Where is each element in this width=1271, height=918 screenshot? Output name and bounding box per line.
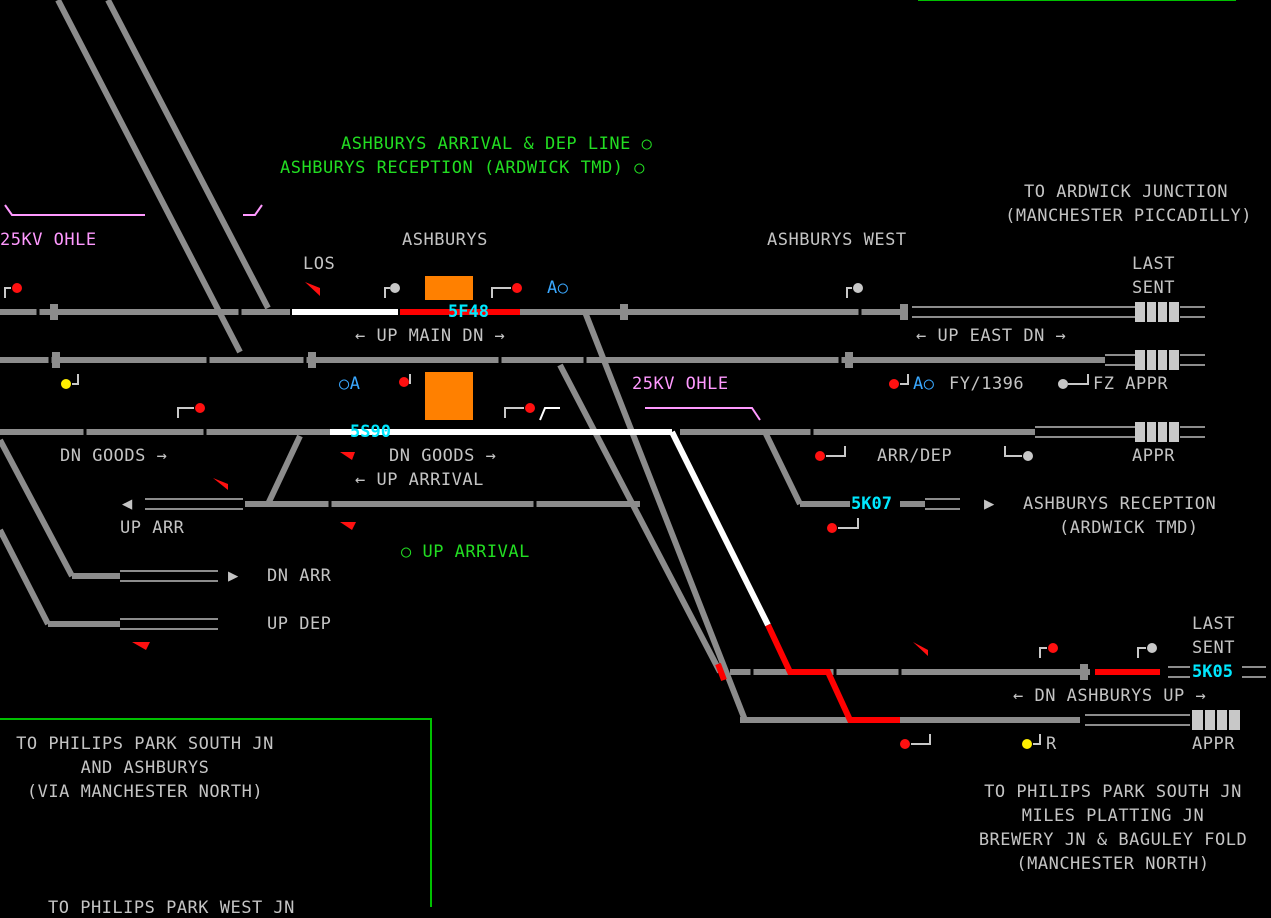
label-up-east-dn: ← UP EAST DN → xyxy=(916,326,1067,346)
train-describer-berth[interactable]: 5F48 xyxy=(448,302,489,322)
fy1396-label: FY/1396 xyxy=(949,374,1025,394)
appr-label: APPR xyxy=(1192,734,1235,754)
signal-red xyxy=(12,283,1058,749)
last-sent-label: LAST xyxy=(1192,614,1235,634)
arrow-right-dn-arr: ▶ xyxy=(228,566,239,586)
label-philips-east-2: MILES PLATTING JN xyxy=(1021,806,1205,826)
signal-posts xyxy=(4,287,1146,745)
auto-button-left[interactable]: ○A xyxy=(339,374,361,394)
signal-grey xyxy=(390,283,1157,653)
label-up-arr: UP ARR xyxy=(120,518,185,538)
label-dn-goods-mid: DN GOODS → xyxy=(389,446,497,466)
fz-appr-label: FZ APPR xyxy=(1093,374,1169,394)
label-up-arrival: ← UP ARRIVAL xyxy=(355,470,484,490)
label-dn-arr: DN ARR xyxy=(267,566,332,586)
auto-button-top[interactable]: A○ xyxy=(547,278,569,298)
signal-yellow xyxy=(61,379,1032,749)
label-ohle-left: 25KV OHLE xyxy=(0,230,97,250)
r-label: R xyxy=(1046,734,1057,754)
label-philips-south-1: TO PHILIPS PARK SOUTH JN xyxy=(16,734,274,754)
arrow-left-up-arr: ◀ xyxy=(122,494,133,514)
track-layout xyxy=(0,0,1105,723)
label-arr-dep: ARR/DEP xyxy=(877,446,953,466)
panel-borders xyxy=(0,0,1236,907)
signal-blocks xyxy=(50,304,1088,680)
occupied-sections xyxy=(400,309,1160,723)
label-philips-west: TO PHILIPS PARK WEST JN xyxy=(48,898,295,918)
label-dn-goods-left: DN GOODS → xyxy=(60,446,168,466)
label-ashburys-west: ASHBURYS WEST xyxy=(767,230,907,250)
label-philips-south-2: AND ASHBURYS xyxy=(80,758,210,778)
label-philips-east-4: (MANCHESTER NORTH) xyxy=(1016,854,1210,874)
train-describer-berth[interactable]: 5S90 xyxy=(350,422,391,442)
approach-stubs xyxy=(120,306,1266,726)
route-ashburys-reception[interactable]: ASHBURYS RECEPTION (ARDWICK TMD) ○ xyxy=(280,158,645,178)
label-philips-east-1: TO PHILIPS PARK SOUTH JN xyxy=(984,782,1242,802)
last-sent-label: SENT xyxy=(1132,278,1175,298)
label-los: LOS xyxy=(303,254,336,274)
train-describer-berth[interactable]: 5K05 xyxy=(1192,662,1233,682)
label-to-ardwick-2: (MANCHESTER PICCADILLY) xyxy=(1005,206,1252,226)
arrow-right-reception: ▶ xyxy=(984,494,995,514)
label-to-ardwick-1: TO ARDWICK JUNCTION xyxy=(1024,182,1228,202)
route-up-arrival[interactable]: ○ UP ARRIVAL xyxy=(401,542,530,562)
interpose-box-dividers xyxy=(1145,302,1229,730)
route-stubs xyxy=(539,407,560,421)
last-sent-label: SENT xyxy=(1192,638,1235,658)
auto-button-right[interactable]: A○ xyxy=(913,374,935,394)
train-describer-berth[interactable]: 5K07 xyxy=(851,494,892,514)
shunt-signals xyxy=(132,282,928,656)
last-sent-label: LAST xyxy=(1132,254,1175,274)
label-dn-ashburys-up: ← DN ASHBURYS UP → xyxy=(1013,686,1207,706)
route-set xyxy=(292,309,771,627)
label-up-dep: UP DEP xyxy=(267,614,332,634)
label-ohle-center: 25KV OHLE xyxy=(632,374,729,394)
appr-label: APPR xyxy=(1132,446,1175,466)
level-crossings xyxy=(425,276,473,420)
label-ashburys-reception-2: (ARDWICK TMD) xyxy=(1059,518,1199,538)
label-philips-east-3: BREWERY JN & BAGULEY FOLD xyxy=(978,830,1248,850)
ohle-markers xyxy=(4,204,761,421)
label-up-main-dn: ← UP MAIN DN → xyxy=(355,326,506,346)
route-ashburys-arrival-dep[interactable]: ASHBURYS ARRIVAL & DEP LINE ○ xyxy=(341,134,653,154)
label-ashburys-reception-1: ASHBURYS RECEPTION xyxy=(1023,494,1217,514)
label-ashburys: ASHBURYS xyxy=(402,230,488,250)
label-philips-south-3: (VIA MANCHESTER NORTH) xyxy=(26,782,264,802)
